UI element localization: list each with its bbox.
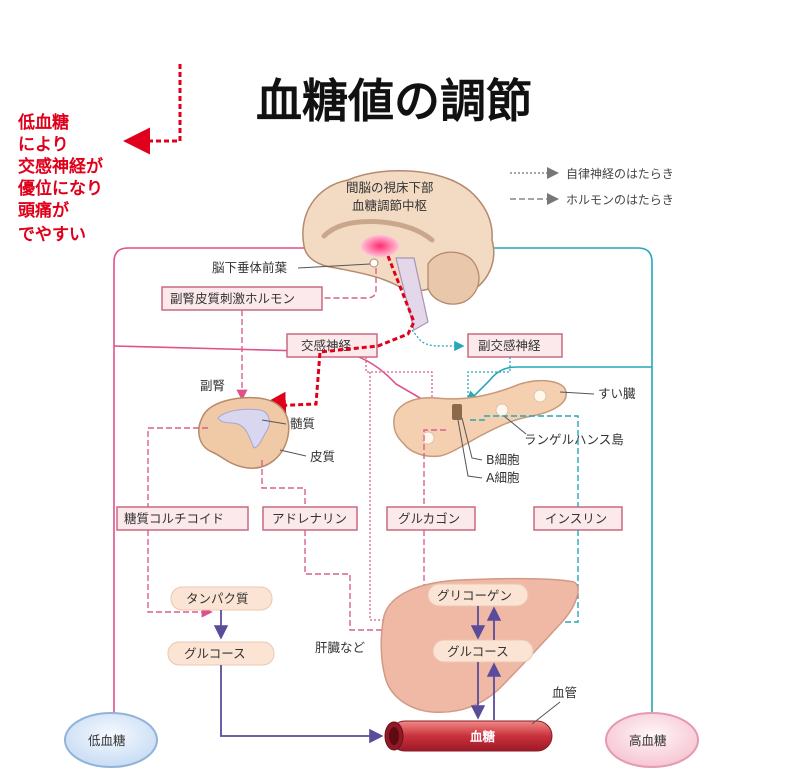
parasympathetic-label: 副交感神経 [478,338,541,353]
legend: 自律神経のはたらき ホルモンのはたらき [510,167,674,207]
glycogen-label: グリコーゲン [437,588,512,603]
blood-vessel [384,720,553,752]
adrenal-medulla-shape [217,408,270,449]
blood-sugar-label: 血糖 [470,729,496,744]
insulin-label: インスリン [545,511,607,526]
brain-inner-fold [321,219,435,243]
islet-2 [495,403,509,417]
high-sugar-loop [394,241,653,714]
high-label: 高血糖 [629,733,667,748]
glucagon-box [386,506,476,531]
annotation-text: 低血糖 により 交感神経が 優位になり 頭痛が でやすい [17,112,103,245]
pancreas-label: すい臓 [598,386,636,401]
islet-3 [533,389,547,403]
adrenal-gland [198,396,290,469]
pancreas-leader [559,391,595,395]
sympathetic-box [286,333,378,358]
parasympathetic-nerve [411,329,465,352]
brain-stem [395,257,429,331]
glucocorticoid-box [116,506,249,531]
annotation-line-5: 頭痛が [18,200,69,221]
islets-label: ランゲルハンス島 [524,432,624,447]
acth-label: 副腎皮質刺激ホルモン [170,291,295,306]
protein-label: タンパク質 [186,591,249,606]
high-blood-sugar-node [605,712,699,768]
low-sugar-loop [113,241,366,714]
annotation-line-3: 交感神経が [18,156,103,177]
hypothalamus-label-1: 間脳の視床下部 [346,180,434,195]
adrenal-to-glucocorticoid [147,427,208,507]
glucocorticoid-to-protein [147,530,213,618]
adrenaline-label: アドレナリン [272,511,347,526]
vessel-lumen [389,727,399,745]
liver-label: 肝臓など [315,640,366,655]
low-label: 低血糖 [88,733,126,748]
legend-hormone-label: ホルモンのはたらき [566,193,674,207]
annotation-line-2: により [18,135,69,155]
red-pathway [259,255,416,419]
pancreas-to-insulin [470,415,579,507]
annotation-line-6: でやすい [18,225,86,245]
pituitary-label: 脳下垂体前葉 [212,260,288,275]
hypothalamus-spot [361,235,399,257]
adrenal-to-adrenaline [261,460,306,507]
annotation-line-4: 優位になり [17,178,103,199]
adrenaline-box [262,506,358,531]
vessel-leader [531,701,561,725]
islet-cells [452,404,462,420]
pituitary-spot [369,258,379,268]
glucose-left-to-blood [220,665,384,744]
islet-1 [421,431,435,445]
vessel-label: 血管 [552,685,577,700]
acth-hormone-line [322,268,377,299]
pink-line-pancreas [113,345,447,414]
brain-cerebellum [427,251,480,305]
teal-line-pancreas [465,366,652,405]
glucocorticoid-label: 糖質コルチコイド [124,511,224,526]
cortex-label: 皮質 [310,449,335,464]
islets-leader [503,415,527,435]
brain: 間脳の視床下部 血糖調節中枢 [302,169,495,331]
glucose-liver-label: グルコース [447,644,509,659]
pancreas-to-glucagon [423,429,446,507]
glucose-liver-box [432,639,534,663]
pancreas [393,379,567,458]
parasympathetic-box [467,333,563,358]
hypothalamus-label-2: 血糖調節中枢 [352,198,427,213]
page-title: 血糖値の調節 [256,74,532,128]
adrenal-label: 副腎 [200,378,225,393]
annotation-arrow [123,64,182,155]
sympathetic-to-pancreas [365,357,438,411]
adrenal-cortex-shape [198,396,290,469]
pancreas-shape [393,379,567,458]
parasym-to-pancreas [467,357,511,398]
medulla-label: 髄質 [290,416,315,431]
cell-leaders [457,417,483,479]
legend-nerve-label: 自律神経のはたらき [566,167,674,181]
b-cell-label: B細胞 [486,452,520,467]
glucagon-label: グルカゴン [398,511,460,526]
medulla-leader [261,419,287,425]
cortex-leader [279,449,307,457]
glucose-left-label: グルコース [184,646,246,661]
pituitary-leader [297,263,371,269]
low-blood-sugar-node [64,712,158,768]
sympathetic-to-liver [369,372,473,626]
annotation-line-1: 低血糖 [17,112,69,133]
a-cell-label: A細胞 [486,470,520,485]
